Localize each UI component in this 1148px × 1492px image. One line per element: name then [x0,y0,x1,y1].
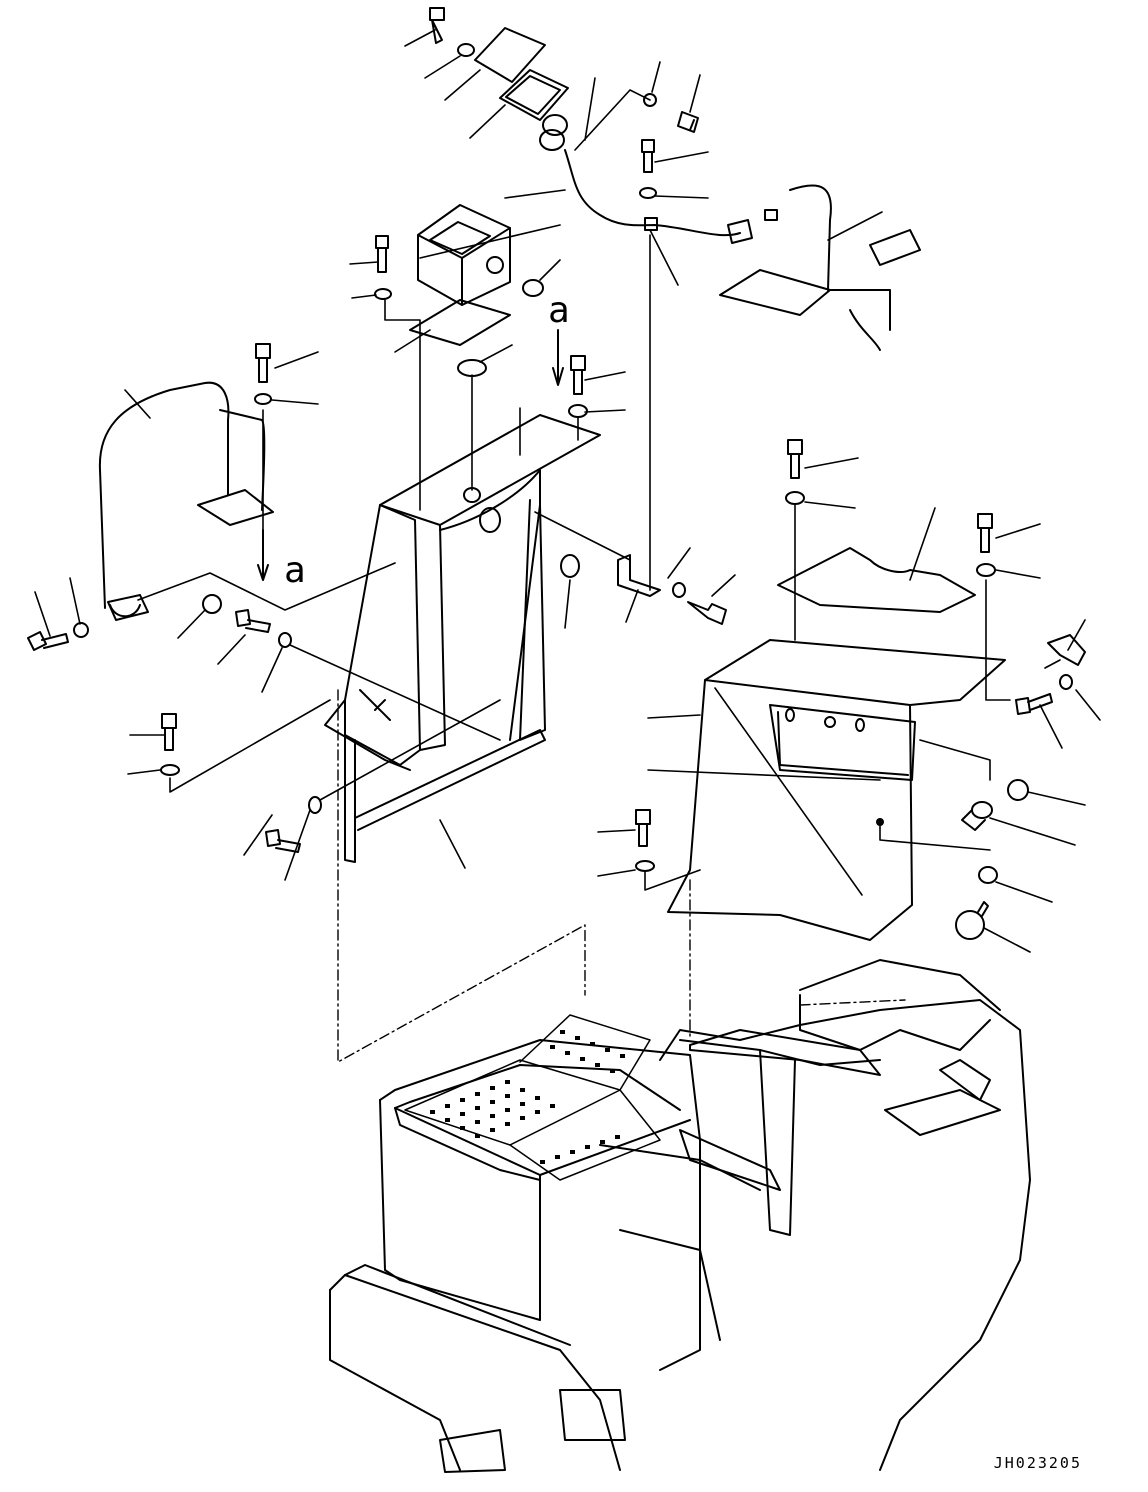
drawing-code: JH023205 [993,1454,1082,1472]
washer [308,796,322,814]
step-grating [404,1014,661,1181]
washer [160,764,180,776]
washer [976,563,996,577]
leader-lines [34,29,1101,953]
washer [635,860,655,872]
bolt [235,609,271,633]
handrail [98,381,266,618]
bolt [677,111,699,133]
bolt [570,355,586,395]
washer [568,404,588,418]
frame-harness [719,184,921,351]
harness-clip [644,217,658,231]
washer [1059,674,1073,690]
upper-cover-plate [777,547,976,613]
view-label-a: a [284,550,306,591]
small-bracket [617,554,661,597]
view-arrow [552,329,564,386]
bolt [641,139,655,173]
bolt [161,713,177,751]
grommet-cap [522,279,544,297]
machine-frame [329,959,1031,1473]
plug-cap [202,594,222,614]
connector-plugs [539,114,568,151]
bolt [787,439,803,479]
bolt [977,513,993,553]
rubber-bumper [1007,779,1029,801]
mounting-box [417,204,511,306]
handrail-foot [107,594,149,621]
console-column [324,414,601,863]
bolt [255,343,271,383]
bolt [27,631,69,651]
bolt [1015,693,1053,715]
washer [278,632,292,648]
washer [639,187,657,199]
washer [785,491,805,505]
angle-bracket [1047,634,1086,666]
wiring-harness [564,149,741,237]
gasket [499,69,569,121]
bolt [375,235,389,273]
cover-plate [474,27,546,83]
washer [374,288,392,300]
box-base-plate [409,299,511,346]
knob [955,901,989,940]
grating-holes [430,1030,625,1164]
bolt [635,809,651,847]
latch [961,801,993,831]
bolt [687,601,727,625]
top-bolt [429,7,445,44]
nut [978,866,998,884]
top-washer [457,43,475,57]
rubber-grommet [457,359,487,377]
bolt [265,829,301,853]
washer [643,93,657,107]
view-arrow [257,529,269,581]
handrail-base [197,489,274,526]
plug-cap [560,554,580,578]
washer [254,393,272,405]
washer [73,622,89,638]
side-cover [667,639,1006,941]
phantom-lines [337,689,906,1063]
view-label-a: a [548,290,570,331]
harness-connector [727,219,753,244]
washer [672,582,686,598]
